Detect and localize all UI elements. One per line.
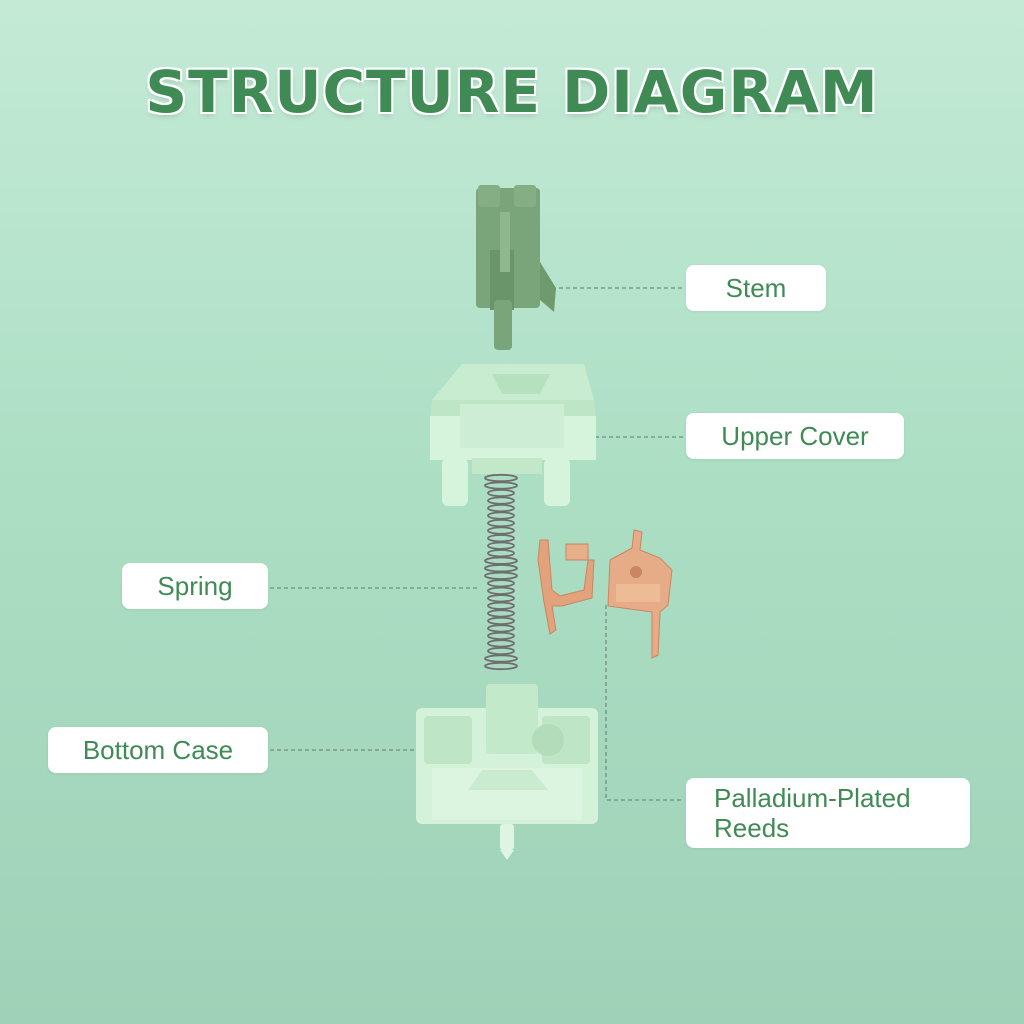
spring-coil — [487, 534, 515, 543]
bottom-case-label-text: Bottom Case — [82, 735, 234, 765]
spring-coil — [487, 518, 515, 528]
spring-coil — [487, 549, 515, 558]
reeds-label-line1: Palladium-Plated — [714, 783, 911, 813]
spring-coil — [487, 616, 515, 626]
spring-coil — [484, 654, 518, 663]
diagram-title: STRUCTURE DIAGRAM — [144, 57, 879, 127]
spring-coil — [487, 646, 515, 656]
spring-coil — [487, 594, 515, 603]
spring-coil — [484, 564, 518, 573]
spring-coil — [487, 541, 515, 550]
upper-cover-label: Upper Cover — [686, 413, 904, 459]
spring-coil — [487, 639, 515, 648]
spring-coil — [487, 496, 515, 505]
stem-label-text: Stem — [725, 273, 787, 303]
spring-part — [484, 473, 518, 671]
spring-coil — [487, 511, 515, 520]
spring-coil — [484, 481, 518, 490]
spring-coil — [487, 579, 515, 588]
spring-coil — [487, 624, 515, 633]
upper-cover-label-text: Upper Cover — [721, 421, 869, 451]
reeds-leader-line — [605, 605, 684, 801]
stem-label: Stem — [686, 265, 826, 311]
stem-part — [476, 185, 556, 350]
reeds-part — [537, 529, 673, 659]
spring-coil — [484, 571, 518, 580]
spring-coil — [487, 526, 515, 535]
spring-coil — [484, 473, 518, 483]
spring-label-text: Spring — [157, 571, 233, 601]
spring-label: Spring — [122, 563, 268, 609]
spring-coil — [487, 586, 515, 595]
reeds-label: Palladium-Plated Reeds — [686, 778, 970, 848]
spring-coil — [487, 601, 515, 610]
spring-coil — [484, 661, 518, 671]
bottom-case-label: Bottom Case — [48, 727, 268, 773]
upper-cover-part — [430, 364, 596, 506]
spring-coil — [487, 631, 515, 641]
spring-coil — [484, 556, 518, 565]
spring-coil — [487, 609, 515, 618]
reeds-label-line2: Reeds — [714, 813, 790, 843]
bottom-case-part — [416, 684, 598, 860]
spring-coil — [487, 503, 515, 513]
spring-coil — [487, 488, 515, 498]
